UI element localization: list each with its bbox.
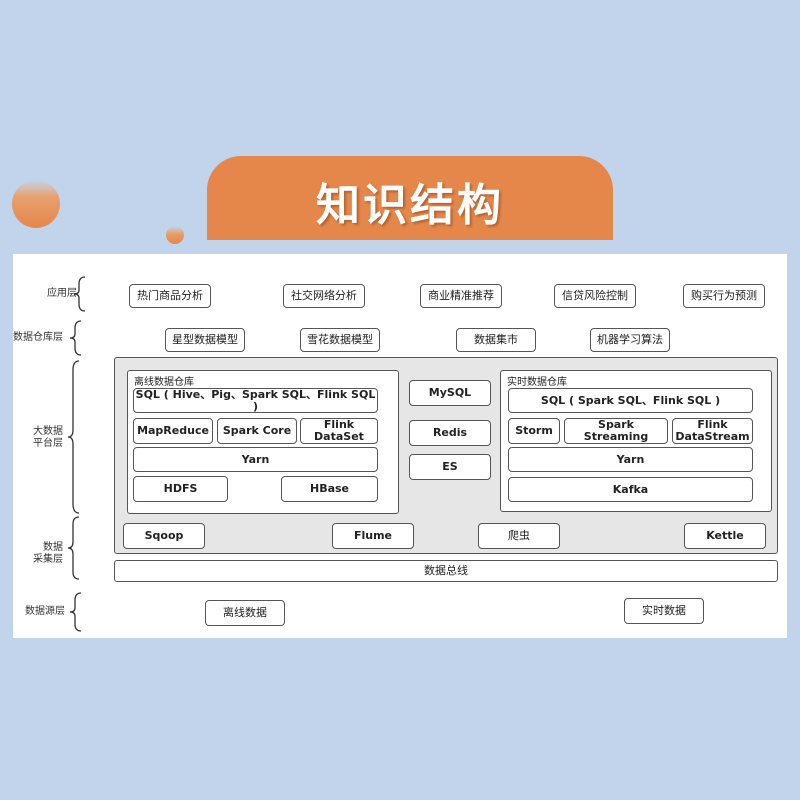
collection-tool: Flume <box>332 523 414 549</box>
database-item: ES <box>409 454 491 480</box>
architecture-diagram: 应用层 热门商品分析 社交网络分析 商业精准推荐 信贷风险控制 购买行为预测 数… <box>13 254 787 638</box>
layer-label-collection: 数据 采集层 <box>33 542 63 565</box>
data-bus: 数据总线 <box>114 560 778 582</box>
realtime-warehouse-title: 实时数据仓库 <box>507 377 567 388</box>
app-item: 社交网络分析 <box>283 284 365 308</box>
app-item: 商业精准推荐 <box>420 284 502 308</box>
title-banner: 知识结构 <box>207 156 613 240</box>
realtime-compute: Spark Streaming <box>564 418 668 444</box>
brace-icon <box>67 360 80 514</box>
decorative-circle-small <box>166 226 184 244</box>
offline-compute: MapReduce <box>133 418 213 444</box>
platform-container: 离线数据仓库 SQL ( Hive、Pig、Spark SQL、Flink SQ… <box>114 357 778 554</box>
database-item: MySQL <box>409 380 491 406</box>
source-item: 实时数据 <box>624 598 704 624</box>
brace-icon <box>73 276 86 312</box>
offline-compute: Spark Core <box>217 418 297 444</box>
warehouse-item: 雪花数据模型 <box>300 328 380 352</box>
offline-warehouse: 离线数据仓库 SQL ( Hive、Pig、Spark SQL、Flink SQ… <box>127 370 399 514</box>
collection-tool: Kettle <box>684 523 766 549</box>
collection-tool: 爬虫 <box>478 523 560 549</box>
realtime-warehouse: 实时数据仓库 SQL ( Spark SQL、Flink SQL ) Storm… <box>500 370 772 512</box>
app-item: 信贷风险控制 <box>554 284 636 308</box>
offline-sql: SQL ( Hive、Pig、Spark SQL、Flink SQL ) <box>133 388 378 413</box>
offline-warehouse-title: 离线数据仓库 <box>134 377 194 388</box>
warehouse-item: 机器学习算法 <box>590 328 670 352</box>
layer-label-source: 数据源层 <box>25 606 65 617</box>
realtime-compute: Flink DataStream <box>672 418 753 444</box>
brace-icon <box>67 516 80 580</box>
database-item: Redis <box>409 420 491 446</box>
decorative-circle-large <box>12 180 60 228</box>
collection-tool: Sqoop <box>123 523 205 549</box>
offline-storage: HDFS <box>133 476 228 502</box>
app-item: 购买行为预测 <box>683 284 765 308</box>
page-title: 知识结构 <box>316 180 504 231</box>
app-item: 热门商品分析 <box>129 284 211 308</box>
realtime-sql: SQL ( Spark SQL、Flink SQL ) <box>508 388 753 413</box>
realtime-compute: Storm <box>508 418 560 444</box>
brace-icon <box>69 592 82 632</box>
realtime-kafka: Kafka <box>508 477 753 502</box>
source-item: 离线数据 <box>205 600 285 626</box>
offline-storage: HBase <box>281 476 378 502</box>
layer-label-platform: 大数据 平台层 <box>33 426 63 449</box>
layer-label-application: 应用层 <box>47 288 77 299</box>
brace-icon <box>69 320 82 356</box>
layer-label-warehouse: 数据仓库层 <box>13 332 63 343</box>
realtime-yarn: Yarn <box>508 447 753 472</box>
offline-yarn: Yarn <box>133 447 378 472</box>
offline-compute: Flink DataSet <box>300 418 378 444</box>
warehouse-item: 星型数据模型 <box>165 328 245 352</box>
warehouse-item: 数据集市 <box>456 328 536 352</box>
